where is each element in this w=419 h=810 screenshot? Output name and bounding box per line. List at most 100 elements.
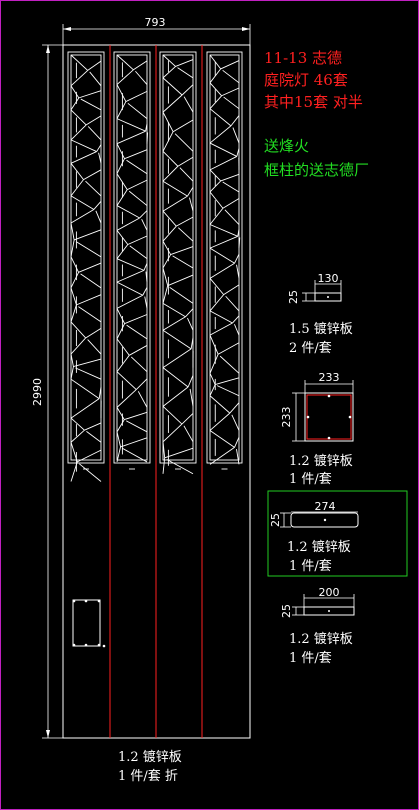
dim-width-label: 793	[145, 16, 166, 29]
lattice-line	[93, 201, 102, 210]
part2-width-label: 233	[319, 371, 340, 384]
lattice-line	[162, 267, 169, 286]
lattice-line	[70, 256, 79, 273]
lattice-line	[116, 143, 125, 159]
lattice-line	[126, 324, 148, 340]
access-hole	[84, 599, 88, 603]
part1-hole	[327, 296, 329, 298]
lattice-line	[222, 181, 240, 193]
lattice-line	[78, 90, 102, 99]
lattice-line	[80, 273, 102, 289]
lattice-line	[76, 294, 102, 306]
lattice-window	[159, 51, 197, 464]
lattice-line	[187, 375, 194, 388]
lattice-line	[169, 287, 194, 304]
lattice-line	[70, 398, 100, 419]
lattice-line	[162, 54, 176, 67]
part4-hole	[328, 610, 330, 612]
lattice-line	[85, 115, 102, 126]
lattice-line	[128, 190, 148, 206]
lattice-line	[70, 163, 84, 180]
lattice-line	[237, 229, 240, 237]
lattice-line	[87, 339, 102, 355]
lattice-line	[209, 294, 225, 312]
lattice-line	[116, 130, 146, 145]
lattice-line	[162, 406, 183, 425]
lattice-line	[209, 447, 235, 465]
lattice-line	[162, 457, 166, 474]
lattice-line	[170, 246, 194, 256]
part2-material: 1.2 镀锌板	[289, 454, 353, 469]
lattice-line	[87, 60, 102, 71]
lattice-line	[116, 431, 121, 447]
lattice-line	[70, 97, 80, 111]
access-hole	[72, 643, 76, 647]
lattice-line	[120, 437, 148, 448]
lattice-line	[209, 430, 235, 448]
lattice-line	[127, 235, 148, 245]
lattice-line	[116, 355, 130, 372]
part3-hole	[323, 518, 327, 522]
lattice-window	[70, 54, 102, 461]
lattice-line	[98, 386, 102, 399]
lattice-line	[70, 321, 86, 339]
lattice-line	[217, 342, 240, 355]
part4-outline	[303, 606, 355, 616]
lattice-line	[130, 356, 148, 373]
lattice-line	[116, 407, 125, 420]
lattice-line	[222, 198, 240, 209]
lattice-line	[229, 402, 240, 414]
lattice-line	[116, 69, 134, 85]
lattice-line	[139, 210, 148, 219]
lattice-line	[78, 306, 102, 323]
lattice-line	[232, 315, 240, 324]
lattice-line	[116, 389, 137, 408]
lattice-line	[70, 239, 75, 257]
access-hole	[97, 643, 101, 647]
lattice-line	[209, 82, 222, 97]
part2-hole	[306, 415, 310, 419]
lattice-line	[220, 173, 240, 182]
lattice-line	[70, 54, 89, 71]
lattice-line	[224, 209, 240, 225]
lattice-line	[162, 302, 186, 318]
access-hole	[72, 599, 76, 603]
lattice-line	[162, 66, 176, 79]
lattice-line	[172, 119, 194, 133]
part2-quantity: 1 件/套	[289, 472, 332, 487]
lattice-line	[236, 148, 240, 157]
lattice-line	[162, 386, 189, 407]
dim-arrow	[63, 27, 71, 31]
lattice-line	[116, 54, 134, 71]
lattice-line	[116, 84, 127, 102]
note-green-line-1: 送烽火	[264, 137, 310, 155]
note-red-line-1: 11-13 志德	[264, 49, 343, 67]
lattice-line	[162, 94, 183, 113]
lattice-line	[145, 123, 148, 132]
lattice-line	[209, 384, 216, 396]
lattice-line	[116, 294, 143, 309]
lattice-line	[116, 205, 140, 219]
lattice-line	[183, 96, 194, 113]
lattice-line	[116, 446, 121, 463]
lattice-line	[209, 262, 235, 279]
lattice-line	[96, 144, 102, 152]
access-hole	[84, 643, 88, 647]
lattice-line	[162, 254, 172, 269]
lattice-line	[75, 367, 102, 380]
part1-quantity: 2 件/套	[289, 341, 332, 356]
lattice-line	[116, 338, 130, 356]
lattice-line	[162, 423, 183, 443]
lattice-line	[225, 295, 240, 312]
lattice-line	[70, 304, 77, 323]
lattice-line	[98, 152, 102, 164]
dim-arrow	[46, 45, 50, 53]
part4-material: 1.2 镀锌板	[289, 632, 353, 647]
lattice-line	[124, 314, 148, 325]
lattice-line	[77, 449, 102, 463]
lattice-line	[181, 413, 194, 425]
lattice-line	[234, 324, 240, 336]
lattice-line	[209, 142, 238, 157]
lattice-line	[70, 109, 87, 126]
lattice-line	[85, 327, 102, 339]
